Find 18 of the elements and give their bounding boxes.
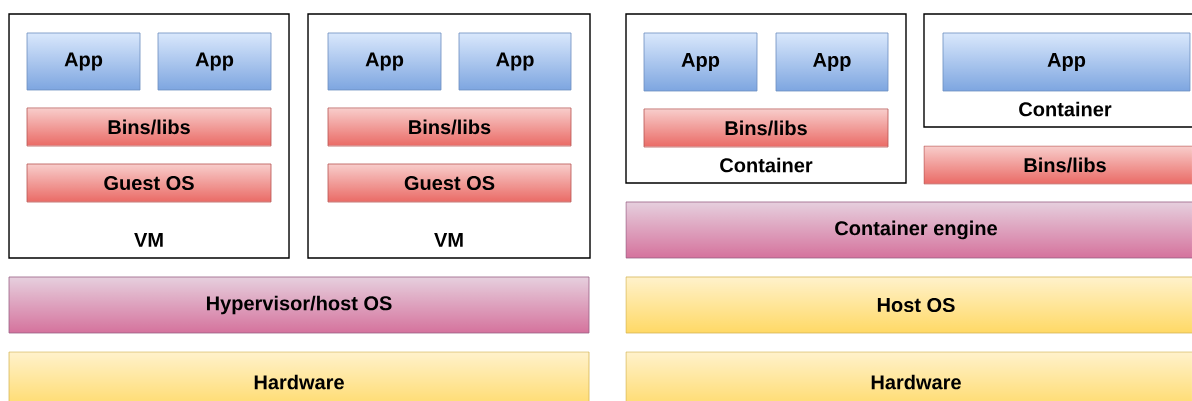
app-box: App [643,32,758,92]
layer-bar: Guest OS [327,163,572,203]
layer-bar: Hardware [625,351,1192,401]
app-box: App [157,32,272,91]
app-box: App [327,32,442,91]
layer-bar: Hardware [8,351,590,401]
app-box: App [458,32,572,91]
layer-bar: Bins/libs [643,108,889,148]
layer-bar: Hypervisor/host OS [8,276,590,334]
layer-bar: Container engine [625,201,1192,259]
layer-bar: Bins/libs [923,145,1192,185]
layer-bar: Bins/libs [327,107,572,147]
app-box: App [26,32,141,91]
app-box: App [942,32,1191,92]
layer-bar: Bins/libs [26,107,272,147]
app-box: App [775,32,889,92]
layer-bar: Host OS [625,276,1192,334]
layer-bar: Guest OS [26,163,272,203]
